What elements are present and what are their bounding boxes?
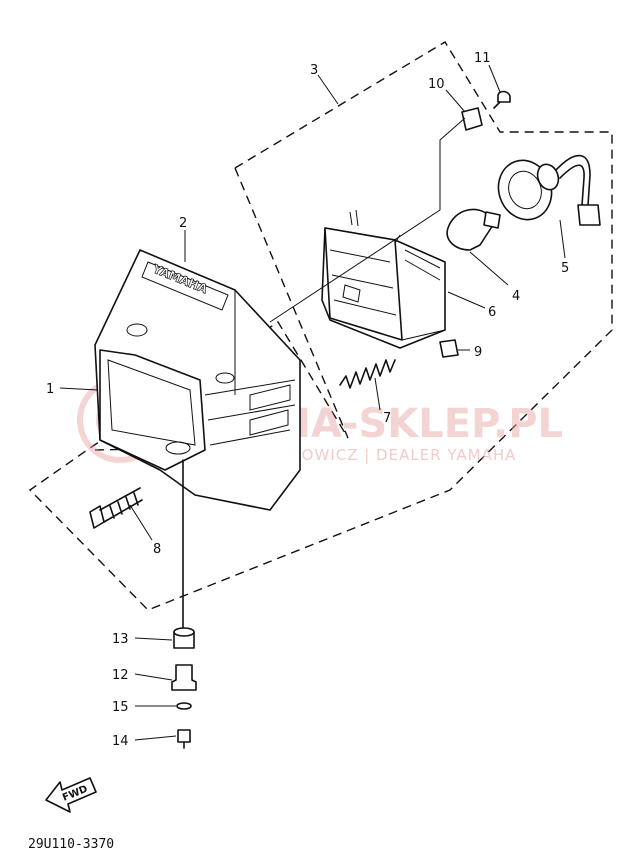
callout-3: 3 xyxy=(310,63,318,78)
callout-14: 14 xyxy=(112,734,129,749)
headlight-unit xyxy=(321,209,446,349)
callout-11: 11 xyxy=(474,51,491,66)
leader-lines xyxy=(59,64,566,741)
forward-arrow: FWD xyxy=(45,777,97,813)
callout-12: 12 xyxy=(112,668,129,683)
drawing-code: 29U110-3370 xyxy=(28,837,114,852)
screw xyxy=(177,729,191,743)
bulb-socket xyxy=(497,154,601,226)
clip-and-screw xyxy=(461,90,511,131)
bulb xyxy=(446,208,501,251)
callout-10: 10 xyxy=(428,77,445,92)
grommet-stack xyxy=(171,459,197,749)
nut xyxy=(439,339,459,358)
callout-8: 8 xyxy=(153,542,161,557)
callout-4: 4 xyxy=(512,289,520,304)
headlight-cowl: YAMAHA xyxy=(94,249,301,511)
adjusting-spring xyxy=(339,359,396,389)
washer xyxy=(176,702,192,710)
callout-7: 7 xyxy=(383,411,391,426)
callout-1: 1 xyxy=(46,382,54,397)
callout-13: 13 xyxy=(112,632,129,647)
callout-6: 6 xyxy=(488,305,496,320)
assembly-boundary xyxy=(28,41,613,611)
collar xyxy=(171,664,197,691)
callout-labels: 1 2 3 4 5 6 7 8 9 10 11 12 13 14 15 xyxy=(46,51,569,749)
callout-5: 5 xyxy=(561,261,569,276)
mounting-bolt xyxy=(89,487,143,529)
callout-2: 2 xyxy=(179,216,187,231)
callout-9: 9 xyxy=(474,345,482,360)
callout-15: 15 xyxy=(112,700,129,715)
